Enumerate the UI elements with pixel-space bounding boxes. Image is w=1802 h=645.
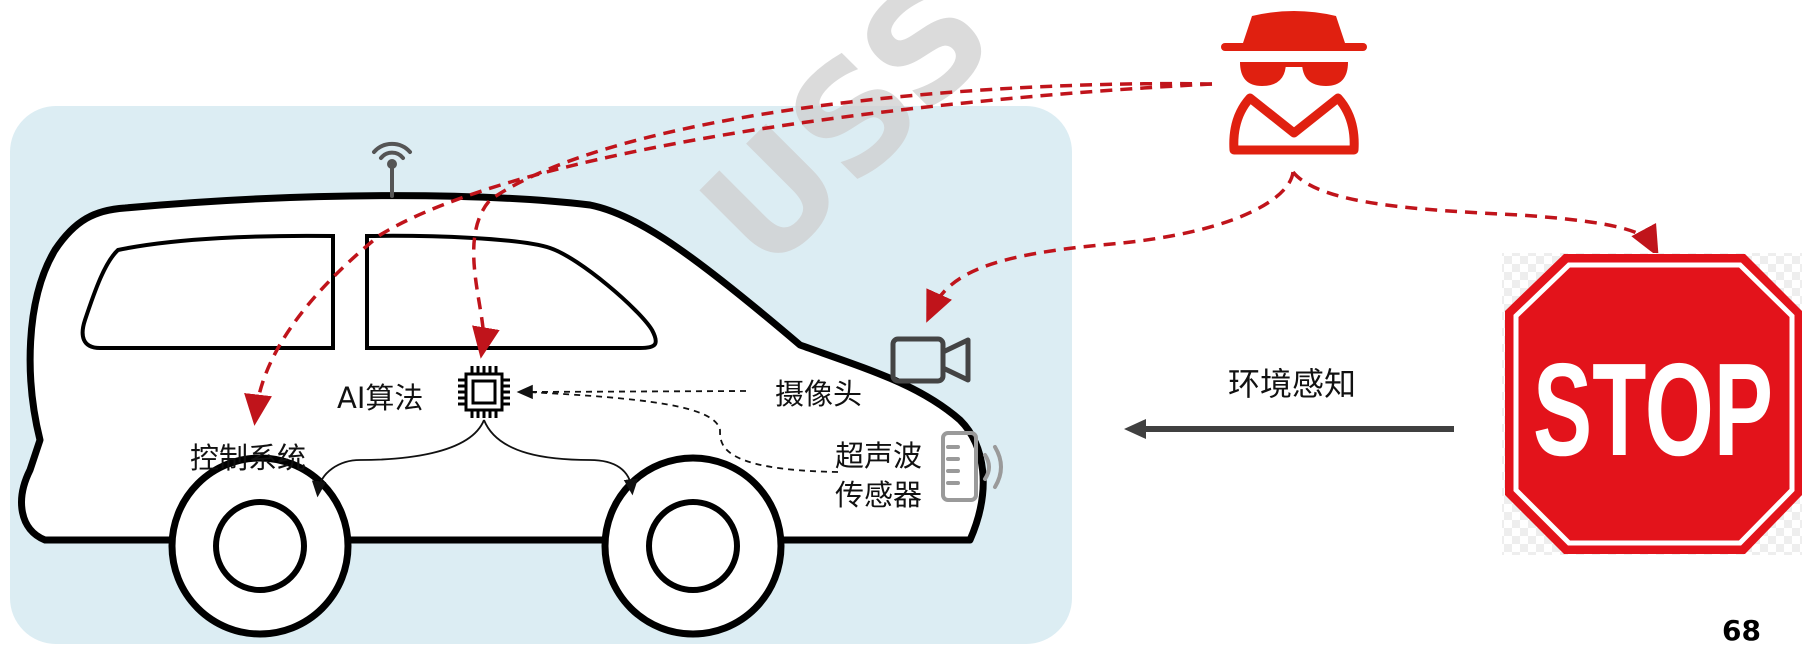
ai-to-wheel-connectors [311,419,639,498]
camera-icon [890,336,971,384]
stop-sign-icon: STOP [1502,253,1802,555]
environment-perception-label: 环境感知 [1228,365,1356,403]
ultrasonic-sensor-icon [941,431,1003,502]
attack-arrows [244,81,1659,426]
ai-algorithm-label: AI算法 [337,381,423,415]
camera-label: 摄像头 [775,377,862,411]
chip-icon [458,366,510,418]
antenna-icon [372,141,412,198]
rear-window [80,233,335,350]
environment-arrow [1124,419,1454,439]
car-icon [18,141,987,638]
hacker-icon [1221,11,1367,155]
stop-sign-text: STOP [1533,336,1773,483]
front-wheel [601,454,785,638]
sensor-connectors [516,384,839,473]
rear-wheel [168,454,352,638]
ultrasonic-sensor-label-line1: 超声波 [835,439,922,473]
ultrasonic-sensor-label-line2: 传感器 [835,478,922,512]
control-system-label: 控制系统 [190,441,306,475]
front-window [365,233,658,350]
page-number: 68 [1722,614,1761,645]
